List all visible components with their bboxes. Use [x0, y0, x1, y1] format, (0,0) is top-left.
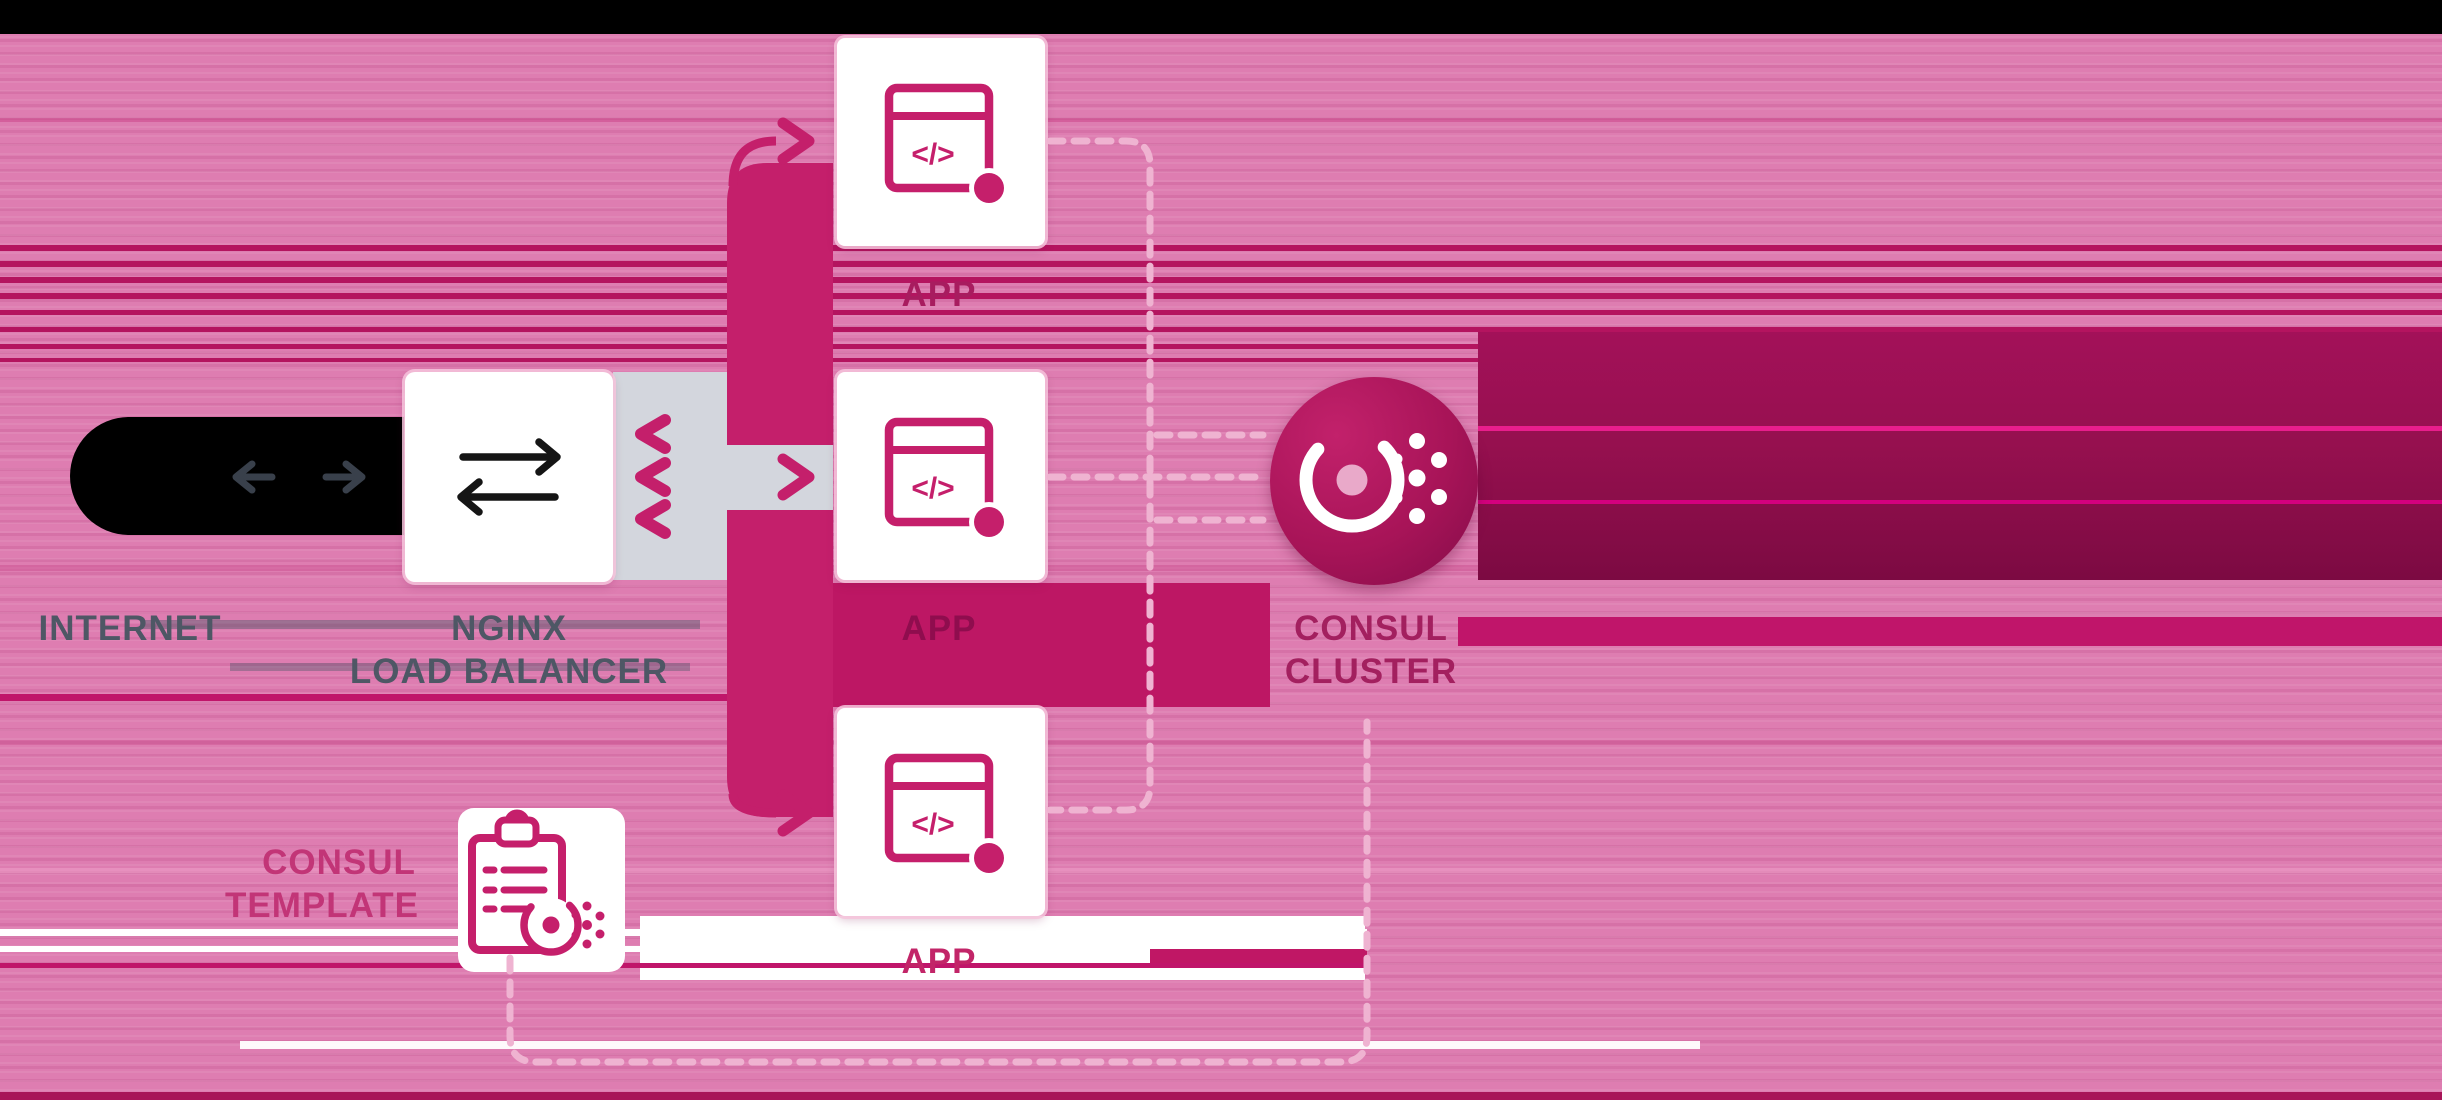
glitch-stripe: [0, 344, 2442, 349]
arrowhead-to-app-3-icon: [777, 789, 815, 837]
glitch-stripe: [0, 261, 2442, 267]
nginx-label-line1: NGINX: [451, 609, 567, 648]
glitch-stripe: [0, 245, 2442, 251]
app-window-icon: </>: [884, 83, 1005, 204]
nginx-load-balancer-node: [405, 372, 613, 582]
consul-to-template-dashed-line: [506, 718, 1371, 1066]
app-window-icon: </>: [884, 753, 1005, 874]
arrowhead-to-app-2-icon: [777, 453, 815, 501]
glitch-dark-row: [0, 963, 1367, 968]
status-dot-icon: [974, 507, 1004, 537]
internet-label: INTERNET: [38, 609, 222, 648]
code-glyph: </>: [911, 808, 954, 841]
return-chevron-icon: [635, 499, 671, 539]
app-label-1: APP: [901, 275, 977, 314]
internet-arrows-icon: [232, 460, 366, 494]
consul-template-label-line2: TEMPLATE: [224, 886, 419, 925]
app-node-1: </>: [837, 38, 1045, 246]
status-dot-icon: [974, 173, 1004, 203]
consul-mini-dots-icon: [571, 901, 605, 949]
return-chevron-icon: [635, 414, 671, 454]
fanout-tail-bottom: [728, 793, 777, 818]
app-label-2: APP: [901, 609, 977, 648]
fanout-band-bottom: [727, 510, 833, 817]
nginx-transfer-icon: [457, 438, 561, 516]
glitch-stripe: [0, 277, 2442, 283]
glitch-white-block: [640, 916, 1365, 980]
status-dot-icon: [974, 843, 1004, 873]
internet-node: [70, 417, 404, 535]
glitch-white-row: [240, 1041, 1700, 1049]
consul-cluster-node: [1270, 377, 1478, 585]
glitch-dark-rect: [1150, 949, 1367, 963]
glitch-stripe: [0, 327, 2442, 332]
apps-bracket-dashed-line: [1046, 137, 1154, 814]
glitch-stripe: [0, 293, 2442, 299]
glitch-stripe: [0, 310, 2442, 315]
clipboard-icon: [468, 809, 605, 956]
code-glyph: </>: [911, 138, 954, 171]
consul-template-node: [458, 808, 625, 972]
app-label-3: APP: [901, 942, 977, 981]
glitch-text-smear: [140, 620, 700, 629]
glitch-text-smear: [230, 663, 690, 671]
fanout-band-top: [727, 163, 833, 445]
app-node-2: </>: [837, 372, 1045, 580]
load-balancer-fanout: [635, 117, 833, 837]
nginx-label-line2: LOAD BALANCER: [349, 652, 669, 691]
app-node-3: </>: [837, 708, 1045, 916]
glitch-bright-line: [1478, 500, 2442, 504]
consul-template-label-line1: CONSUL: [262, 843, 416, 882]
consul-cluster-label-line2: CLUSTER: [1284, 652, 1458, 691]
glitch-bottom-band: [0, 1092, 2442, 1100]
code-glyph: </>: [911, 472, 954, 505]
consul-logo-icon: [1299, 427, 1447, 533]
glitch-bright-line: [1478, 426, 2442, 431]
glitch-dark-band: [1478, 332, 2442, 580]
return-chevron-icon: [635, 457, 671, 497]
consul-cluster-label-line1: CONSUL: [1294, 609, 1448, 648]
glitch-stripe: [0, 358, 2442, 362]
glitch-label-band: [1458, 617, 2442, 646]
arrowhead-to-app-1-icon: [777, 117, 815, 165]
app-window-icon: </>: [884, 417, 1005, 538]
glitch-stripe: [0, 740, 2442, 745]
fanout-tail-top: [728, 136, 777, 187]
glitch-stripe: [0, 868, 2442, 873]
glitch-stripe: [0, 118, 2442, 122]
glitch-mid-line: [0, 694, 727, 701]
glitch-black-top-bar: [0, 0, 2442, 34]
